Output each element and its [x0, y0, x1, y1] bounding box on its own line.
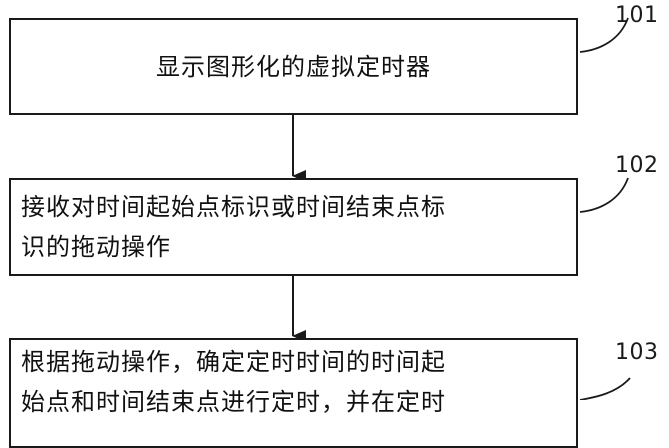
step-text-101-line-1: 显示图形化的虚拟定时器: [156, 52, 431, 81]
step-text-102-line-2: 识的拖动操作: [21, 233, 171, 261]
step-text-103-line-2: 始点和时间结束点进行定时，并在定时: [21, 388, 446, 416]
leader-line-102: [579, 177, 629, 213]
step-label-103: 103: [615, 340, 659, 365]
step-label-101: 101: [615, 3, 659, 28]
step-box-102: 接收对时间起始点标识或时间结束点标 识的拖动操作: [9, 178, 578, 276]
step-label-102: 102: [615, 153, 659, 178]
step-text-102-line-1: 接收对时间起始点标识或时间结束点标: [21, 193, 446, 221]
step-box-103: 根据拖动操作，确定定时时间的时间起 始点和时间结束点进行定时，并在定时: [9, 338, 578, 448]
step-box-101: 显示图形化的虚拟定时器: [9, 18, 578, 115]
leader-line-103: [579, 377, 631, 400]
flowchart: 显示图形化的虚拟定时器 101 接收对时间起始点标识或时间结束点标 识的拖动操作…: [9, 3, 659, 448]
step-text-103-line-1: 根据拖动操作，确定定时时间的时间起: [21, 348, 446, 376]
